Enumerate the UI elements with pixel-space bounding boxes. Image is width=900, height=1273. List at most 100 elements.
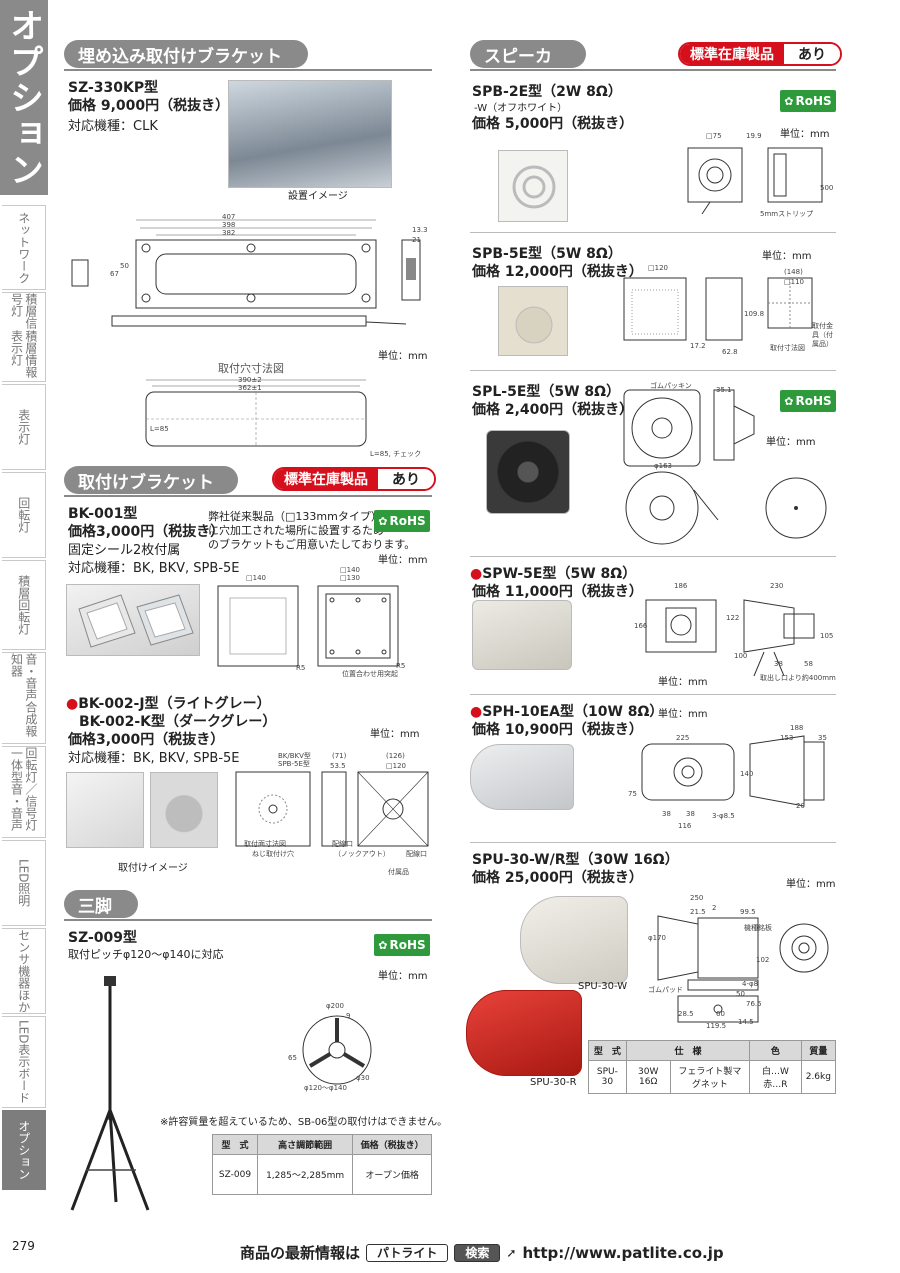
- spb5e-dim-120: □120: [648, 264, 668, 272]
- spu30-dim-28-5: 28.5: [678, 1010, 694, 1018]
- sz330-model: SZ-330KP型: [68, 80, 159, 96]
- table-header: 型 式: [212, 1134, 258, 1155]
- bk001-unit: 単位：mm: [378, 555, 428, 566]
- spu30-dim-14-5: 14.5: [738, 1018, 754, 1026]
- side-tab-network[interactable]: ネットワーク: [2, 205, 46, 290]
- spl5e-dim-gasket: ゴムパッキン: [650, 382, 692, 390]
- section-rule: [470, 69, 836, 71]
- side-tab-option[interactable]: オプション: [2, 1110, 46, 1190]
- sph10ea-dim-140: 140: [740, 770, 754, 778]
- side-tab-integrated[interactable]: 回転灯／信号灯一体型音・音声: [2, 746, 46, 838]
- table-row: SPU-30 30W 16Ω フェライト製マグネット 白…W 赤…R 2.6kg: [588, 1060, 837, 1094]
- spb5e-drawing: [620, 268, 832, 358]
- side-main-title: オプション: [0, 0, 48, 195]
- bk002-dim-knock: （ノックアウト）: [334, 850, 390, 858]
- sph10ea-unit: 単位：mm: [658, 709, 708, 720]
- bk002-model-2: BK-002-K型（ダークグレー）: [79, 714, 277, 730]
- table-cell: SZ-009: [212, 1154, 258, 1195]
- spu30-dim-50: 50: [736, 990, 745, 998]
- spu30-dim-76-5: 76.5: [746, 1000, 762, 1008]
- spl5e-model: SPL-5E型（5W 8Ω）: [472, 384, 621, 400]
- sph10ea-dim-116: 116: [678, 822, 692, 830]
- spw5e-dim-230: 230: [770, 582, 784, 590]
- sz330-dim-check: L=85, チェック: [370, 450, 422, 458]
- side-index: オプション ネットワーク 積層信号灯積層情報表示灯 表示灯 回転灯 積層回転灯 …: [0, 0, 48, 1273]
- sz330-install-photo: [228, 80, 392, 188]
- spw5e-dim-38: 38: [774, 660, 783, 668]
- spu30-dim-170: φ170: [648, 934, 666, 942]
- table-cell: 1,285〜2,285mm: [256, 1154, 354, 1195]
- spu30-model: SPU-30-W/R型（30W 16Ω）: [472, 852, 679, 868]
- search-button[interactable]: 検索: [454, 1243, 501, 1262]
- spu30-dim-99-5: 99.5: [740, 908, 756, 916]
- table-header: 仕 様: [625, 1040, 751, 1061]
- bk002-dim-bk: BK/BKV型: [278, 752, 311, 760]
- bk002-dim-screw: ねじ取付け穴: [252, 850, 294, 858]
- spb2e-price: 価格 5,000円（税抜き）: [472, 116, 634, 132]
- sz009-drawing: [292, 1000, 382, 1095]
- sz330-unit: 単位：mm: [378, 351, 428, 362]
- bk002-price: 価格3,000円（税抜き）: [68, 732, 225, 748]
- table-cell: オープン価格: [352, 1154, 432, 1195]
- spw5e-dim-186: 186: [674, 582, 688, 590]
- sph10ea-dim-188: 188: [790, 724, 804, 732]
- side-tab-stack-rotating[interactable]: 積層回転灯: [2, 560, 46, 650]
- sph10ea-model: ●SPH-10EA型（10W 8Ω）: [470, 704, 664, 720]
- spw5e-unit: 単位：mm: [658, 677, 708, 688]
- spw5e-photo: [472, 600, 572, 670]
- spb5e-unit: 単位：mm: [762, 251, 812, 262]
- table-header: 高さ調節範囲: [256, 1134, 354, 1155]
- sz330-dim-362: 362±1: [238, 384, 262, 392]
- side-tab-sound[interactable]: 音・音声合成報知器: [2, 652, 46, 744]
- sz330-dim-382: 382: [222, 229, 236, 237]
- sz330-dim-390: 390±2: [238, 376, 262, 384]
- footer-url[interactable]: http://www.patlite.co.jp: [522, 1243, 724, 1262]
- spw5e-dim-lead: 取出し口より約400mm: [760, 674, 836, 682]
- bullet-dot-icon: ●: [470, 704, 483, 720]
- sz330-dim-21: 21: [412, 236, 421, 244]
- bk002-model-1: ●BK-002-J型（ライトグレー）: [66, 696, 271, 712]
- side-tab-indicator[interactable]: 表示灯: [2, 384, 46, 470]
- spb2e-dim-75: □75: [706, 132, 722, 140]
- spb5e-dim-bracket: 取付金具（付属品）: [812, 322, 833, 348]
- side-tab-stack[interactable]: 積層信号灯積層情報表示灯: [2, 292, 46, 382]
- table-header: 型 式: [588, 1040, 627, 1061]
- side-tab-led-board[interactable]: LED表示ボード: [2, 1016, 46, 1108]
- sph10ea-price: 価格 10,900円（税抜き）: [472, 722, 643, 738]
- section-rule: [64, 495, 432, 497]
- spu30-dim-4-8: 4-φ8: [742, 980, 759, 988]
- side-tab-rotating[interactable]: 回転灯: [2, 472, 46, 558]
- bk002-photo-light: [66, 772, 144, 848]
- bk001-dim-r5b: R5: [396, 662, 406, 670]
- sz330-drawing-front: [66, 210, 432, 335]
- spb2e-dim-500: 500: [820, 184, 834, 192]
- side-tab-led-light[interactable]: LED照明: [2, 840, 46, 926]
- divider: [470, 232, 836, 233]
- search-keyword-box[interactable]: パトライト: [366, 1243, 449, 1262]
- sz009-spec-table: 型 式 高さ調節範囲 価格（税抜き） SZ-009 1,285〜2,285mm …: [212, 1134, 432, 1195]
- bk002-dim-71: (71): [332, 752, 347, 760]
- sph10ea-dim-holes: 3-φ8.5: [712, 812, 735, 820]
- spb5e-photo: [498, 286, 568, 356]
- spb2e-dim-19-9: 19.9: [746, 132, 762, 140]
- sph10ea-dim-38b: 38: [686, 810, 695, 818]
- sz009-dim-9: 9: [346, 1012, 351, 1020]
- cursor-icon: ➚: [506, 1245, 517, 1260]
- spb5e-dim-62-8: 62.8: [722, 348, 738, 356]
- sz009-note: ※許容質量を超えているため、SB-06型の取付けはできません。: [160, 1117, 448, 1128]
- spu30-dim-102: 102: [756, 956, 770, 964]
- spb5e-dim-17-2: 17.2: [690, 342, 706, 350]
- spl5e-unit: 単位：mm: [766, 437, 816, 448]
- spb2e-drawing: [680, 134, 830, 224]
- sz330-dim-398: 398: [222, 221, 236, 229]
- sph10ea-dim-153: 153: [780, 734, 794, 742]
- bk002-dim-53-5: 53.5: [330, 762, 346, 770]
- spu30-dim-250: 250: [690, 894, 704, 902]
- bullet-dot-icon: ●: [470, 566, 483, 582]
- footer-lead: 商品の最新情報は: [240, 1244, 361, 1262]
- spb2e-photo: [498, 150, 568, 222]
- spl5e-dim-35-1: 35.1: [716, 386, 732, 394]
- bk001-price: 価格3,000円（税抜き）: [68, 524, 225, 540]
- side-tab-sensor[interactable]: センサ機器ほか: [2, 928, 46, 1014]
- sz330-dim-13-3: 13.3: [412, 226, 428, 234]
